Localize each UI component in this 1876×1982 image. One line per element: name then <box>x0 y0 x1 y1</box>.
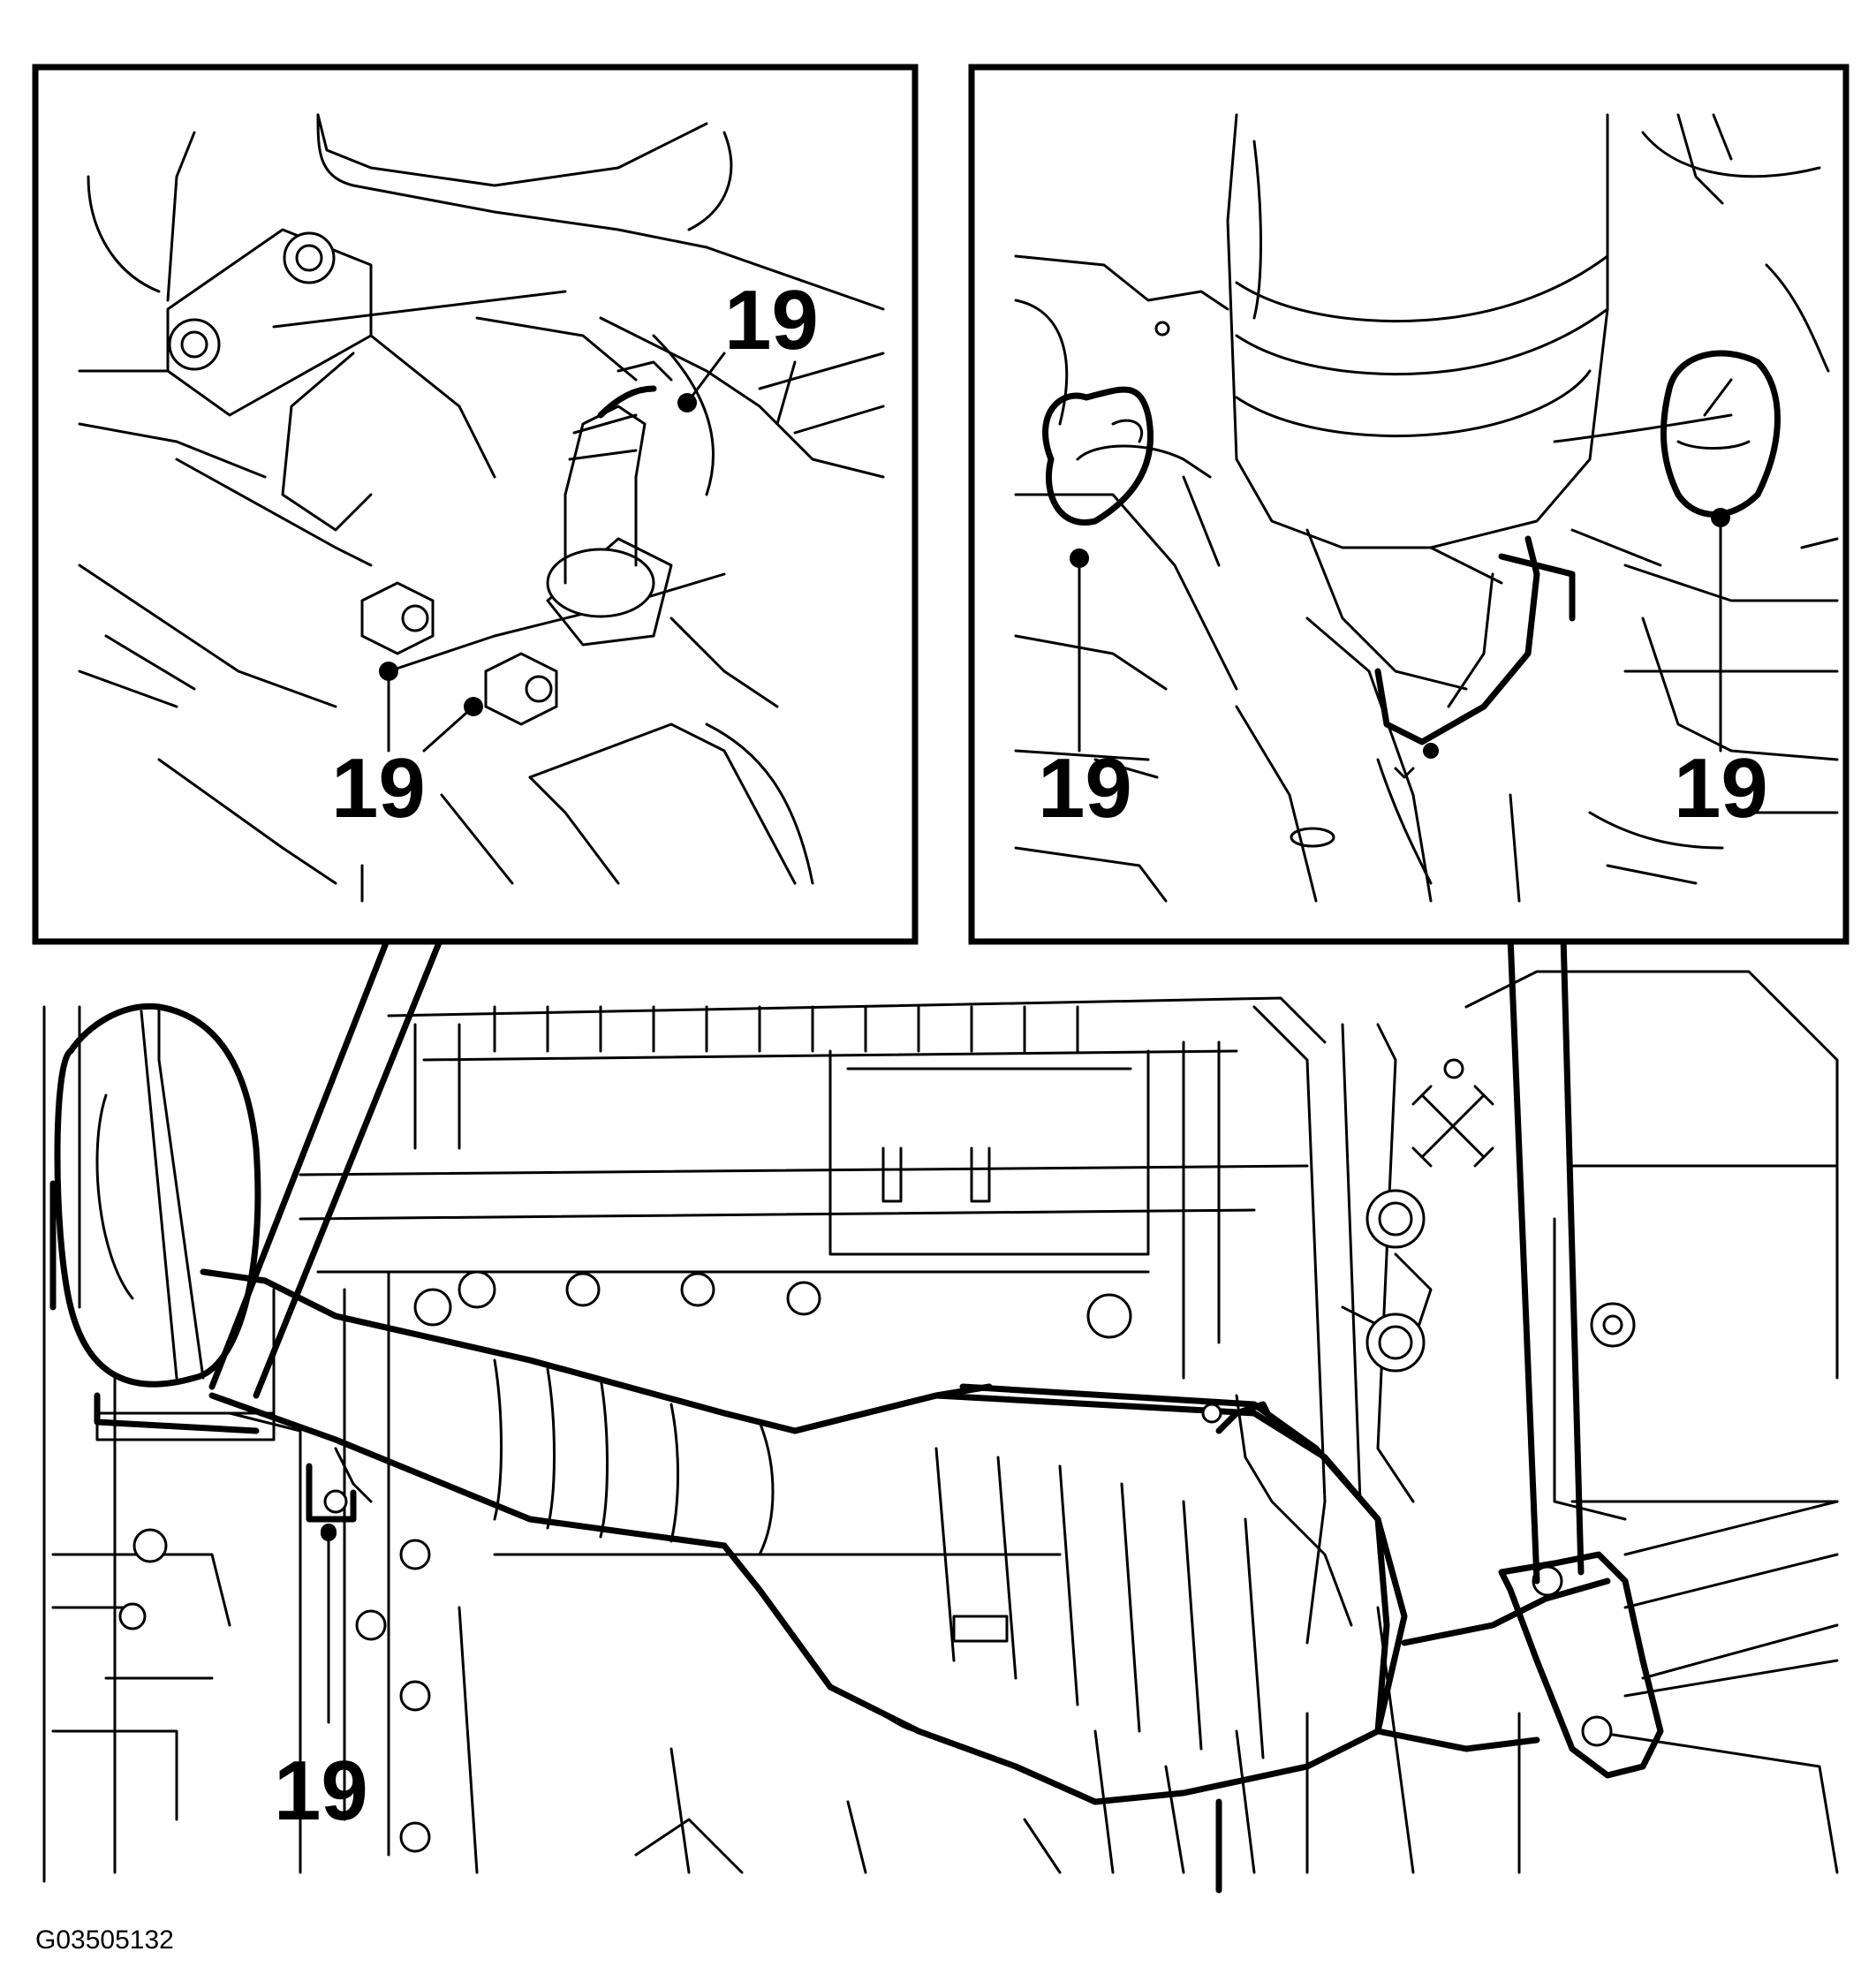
callout-inset-right-left: 19 <box>1038 741 1132 836</box>
inset-right: 19 19 <box>968 64 1850 945</box>
rear-pipe-flange <box>1215 1551 1839 1894</box>
inset-right-hangers <box>1042 350 1781 567</box>
inset-right-leaders <box>1070 508 1730 753</box>
cross-mark <box>1411 1058 1494 1168</box>
callout-inset-left-top: 19 <box>724 273 819 367</box>
heat-shield-bracket <box>1201 1394 1353 1627</box>
figure-id: G03505132 <box>35 1925 174 1955</box>
engine-bolts <box>118 1189 1636 1853</box>
inset-left: 19 19 <box>32 64 919 945</box>
main-callout-leader <box>321 1525 337 1724</box>
callout-main-view: 19 <box>274 1744 368 1838</box>
inset-left-lambda-sensor <box>546 360 673 647</box>
inset-right-clamp <box>1374 535 1576 759</box>
inset-pointer-lines <box>208 933 1585 1585</box>
lower-bracket <box>306 1447 373 1539</box>
callout-inset-right-right: 19 <box>1674 741 1768 836</box>
catalytic-converter <box>721 1383 1408 1805</box>
callout-inset-left-bottom: 19 <box>331 741 426 836</box>
inset-left-leaders <box>379 352 726 753</box>
inset-left-studs <box>168 231 336 371</box>
front-silencer <box>49 1002 261 1388</box>
inset-left-flange-nuts <box>360 581 558 726</box>
engine-background <box>42 970 1839 1883</box>
